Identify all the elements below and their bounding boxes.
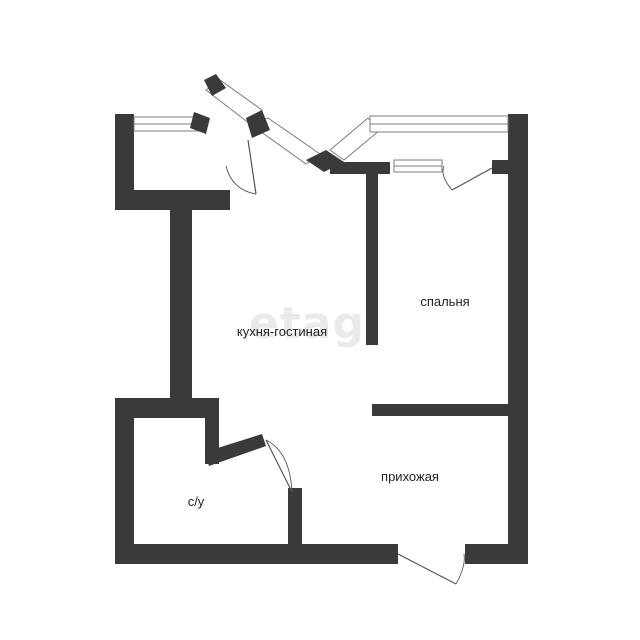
wall-bath-top [205,398,219,464]
doors [225,139,493,585]
window-bay-corner [306,150,344,172]
door-bathroom-leaf [265,439,293,493]
watermark-logo: etagi [249,298,381,349]
wall-bedroom-hall [372,404,512,416]
wall-bath-right [288,488,302,548]
door-bedroom-arc [442,165,453,191]
wall-left-top [115,114,134,210]
wall-bedroom-door-stub [492,160,510,174]
door-balcony-leaf [247,139,257,195]
label-hallway: прихожая [381,469,439,484]
wall-bottom-left [115,544,398,564]
label-bathroom: с/у [188,494,205,509]
window-frame-bay-2 [204,74,226,96]
wall-kitchen-left [170,195,192,405]
door-balcony-arc [225,165,257,195]
interior-walls [205,160,512,548]
outer-walls [115,114,528,564]
wall-bath-ledge [115,398,215,418]
door-entrance-leaf [397,553,457,585]
wall-bedroom-top [330,162,390,174]
window-frame-bay-1 [190,112,210,134]
wall-top-right-corner [508,114,528,136]
door-entrance-arc [455,553,465,585]
wall-top-left-corner [115,114,134,134]
wall-right [508,114,528,564]
wall-bedroom-partition [366,170,378,345]
window-frame-bay-3 [246,110,270,138]
door-bathroom-arc [265,439,293,493]
label-kitchen-living: кухня-гостиная [237,324,327,339]
windows [133,74,509,173]
door-bedroom-leaf [451,167,493,191]
label-bedroom: спальня [420,294,469,309]
wall-bath-diagonal [205,434,266,466]
wall-bath-left [115,398,134,564]
